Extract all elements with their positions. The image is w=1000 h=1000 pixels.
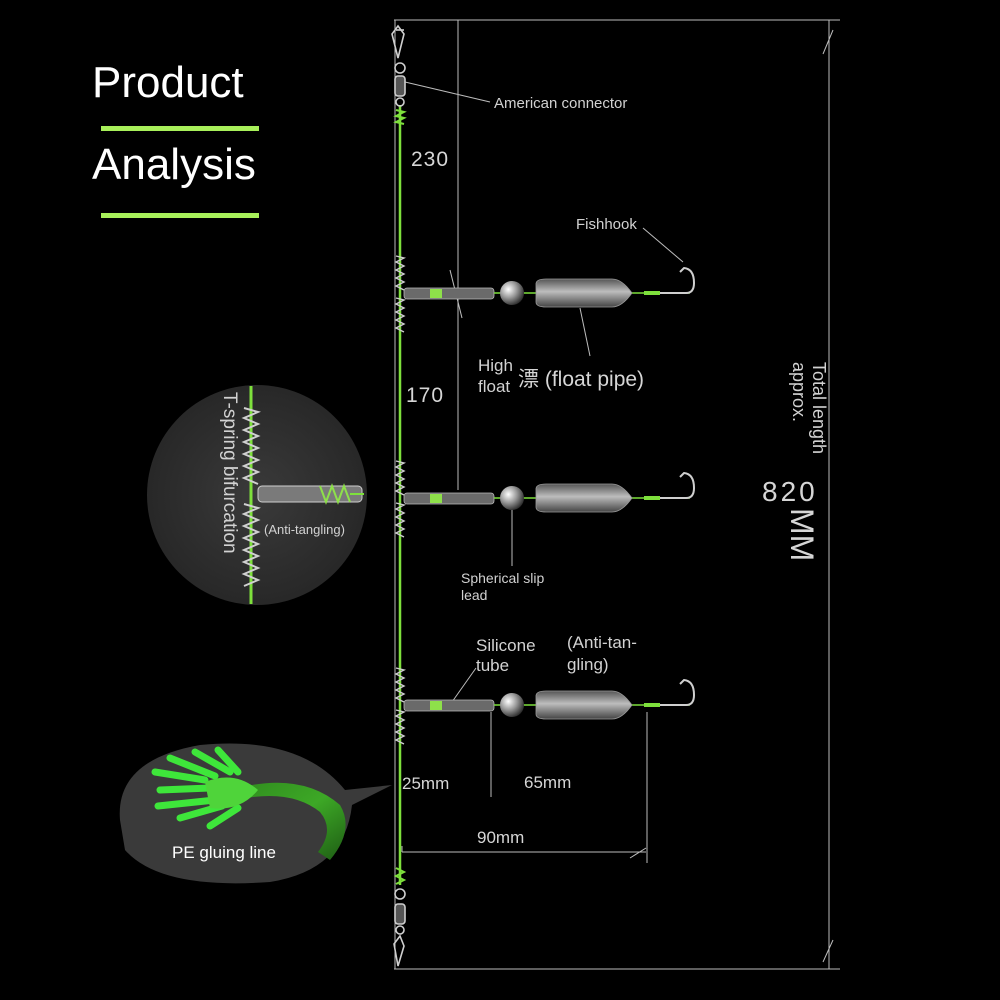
label-silicone-tube-2: tube [476,656,510,675]
label-fishhook: Fishhook [576,216,637,233]
label-spherical-lead-2: lead [461,587,488,603]
title-line-2: Analysis [92,140,256,189]
dim-25mm: 25mm [402,774,450,793]
label-anti-tangling-small: (Anti-tangling) [264,522,345,537]
label-t-spring: T-spring bifurcation [219,392,240,554]
dim-middle-segment: 170 [406,384,445,407]
label-anti-tangling-2: gling) [567,655,609,674]
label-total-length-1: Total length [809,362,829,455]
label-total-length-2: approx. [789,362,809,423]
label-total-length-unit: MM [784,508,820,562]
title-underline-1 [101,126,259,131]
label-high-float-2: float [478,377,511,396]
dim-90mm: 90mm [477,828,525,847]
dimension-lines [394,19,840,970]
branch-3 [395,667,695,745]
label-pe-gluing: PE gluing line [172,843,276,862]
t-spring-detail [147,385,367,605]
american-connector [391,24,406,107]
label-total-length-value: 820 [762,476,818,507]
top-knot [393,109,407,125]
pe-gluing-detail [119,743,392,884]
label-float-pipe: 漂 (float pipe) [518,368,645,391]
label-high-float-1: High [478,356,513,375]
dim-65mm: 65mm [524,773,572,792]
title-line-1: Product [92,58,244,107]
branch-2 [395,460,695,538]
label-anti-tangling-1: (Anti-tan- [567,633,637,652]
dim-top-segment: 230 [411,148,450,171]
branch-1 [394,255,696,333]
bottom-connector [393,867,407,967]
label-spherical-lead-1: Spherical slip [461,570,545,586]
label-american-connector: American connector [494,95,628,112]
title-underline-2 [101,213,259,218]
label-silicone-tube-1: Silicone [476,636,536,655]
